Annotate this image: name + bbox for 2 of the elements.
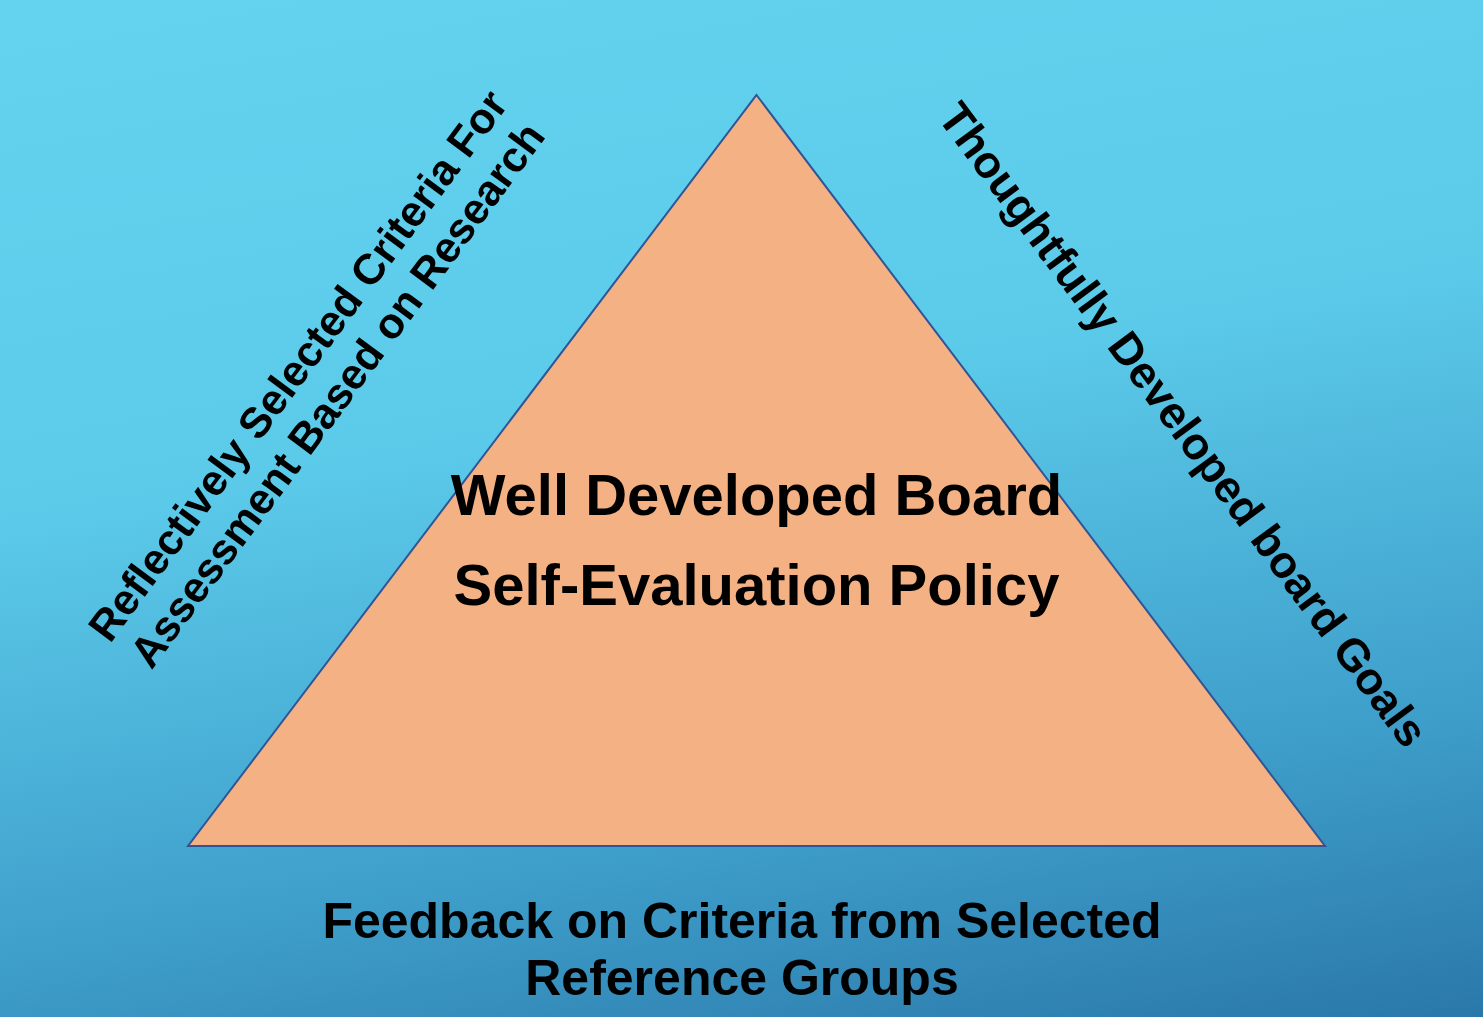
- triangle-title: Well Developed Board Self-Evaluation Policy: [449, 461, 1064, 619]
- base-label: Feedback on Criteria from Selected Reference Groups: [321, 892, 1163, 1008]
